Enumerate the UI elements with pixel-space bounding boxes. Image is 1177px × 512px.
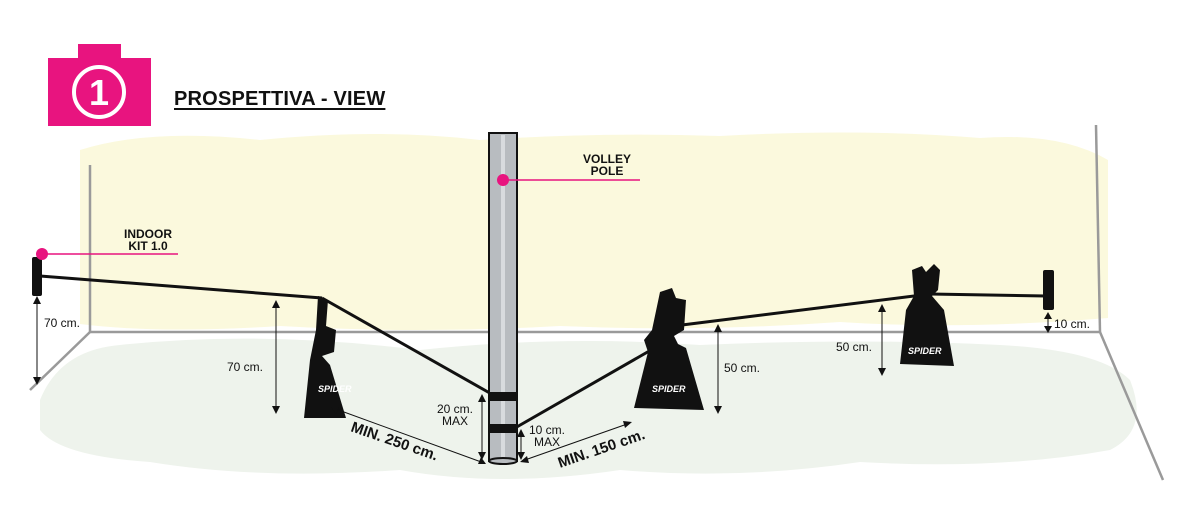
right-stand-height-label: 50 cm. <box>724 361 760 375</box>
pole-lower-band-label-line2: MAX <box>534 435 560 449</box>
pole-upper-band-label-line1: 20 cm. <box>437 402 473 416</box>
left-stand-dimension <box>272 300 280 414</box>
pole-upper-band-dimension <box>478 394 486 460</box>
far-spider-stand: SPIDER <box>900 264 954 366</box>
indoor-kit-label-line1: INDOOR <box>124 227 172 241</box>
right-wall-post <box>1043 270 1054 310</box>
right-post-height-label: 10 cm. <box>1054 317 1090 331</box>
right-stand-dimension <box>714 324 722 414</box>
pole-upper-band <box>489 392 517 401</box>
far-stand-dimension <box>878 304 886 376</box>
step-badge: 1 <box>48 44 151 126</box>
pole-upper-band-label-line2: MAX <box>442 414 468 428</box>
right-wall-edge <box>1094 124 1102 333</box>
right-post-dimension <box>1044 312 1052 333</box>
left-spider-stand: SPIDER <box>304 296 352 418</box>
rope-stand-to-pole <box>321 296 496 398</box>
far-stand-logo: SPIDER <box>908 346 942 356</box>
page-title: PROSPETTIVA - VIEW <box>174 88 386 110</box>
right-distance-dimension <box>520 421 632 463</box>
left-stand-height-label: 70 cm. <box>227 360 263 374</box>
volley-pole-marker <box>497 174 509 186</box>
right-stand-logo: SPIDER <box>652 384 686 394</box>
pole-lower-band-dimension <box>517 429 525 460</box>
floor-right-edge <box>1098 331 1165 481</box>
left-post-height-label: 70 cm. <box>44 316 80 330</box>
rope-right-stand-to-far-stand <box>681 292 931 327</box>
left-stand-logo: SPIDER <box>318 384 352 394</box>
indoor-kit-label-line2: KIT 1.0 <box>128 239 168 253</box>
pole-base <box>488 457 518 465</box>
floor-left-edge <box>29 331 91 391</box>
indoor-kit-marker <box>36 248 48 260</box>
step-number: 1 <box>89 72 109 113</box>
rope-pole-to-right-stand <box>514 340 666 430</box>
left-distance-dimension <box>331 407 486 464</box>
far-stand-height-label: 50 cm. <box>836 340 872 354</box>
pole-lower-band <box>489 424 517 433</box>
pole-lower-band-label-line1: 10 cm. <box>529 423 565 437</box>
volley-pole-label-line2: POLE <box>591 164 624 178</box>
left-post-dimension <box>33 296 41 385</box>
rope-left-post-to-stand <box>39 274 323 300</box>
rope-far-stand-to-post <box>929 292 1047 298</box>
wall-background <box>80 132 1108 330</box>
volley-pole-label-line1: VOLLEY <box>583 152 631 166</box>
right-spider-stand: SPIDER <box>634 288 704 410</box>
left-wall-post <box>32 257 42 296</box>
